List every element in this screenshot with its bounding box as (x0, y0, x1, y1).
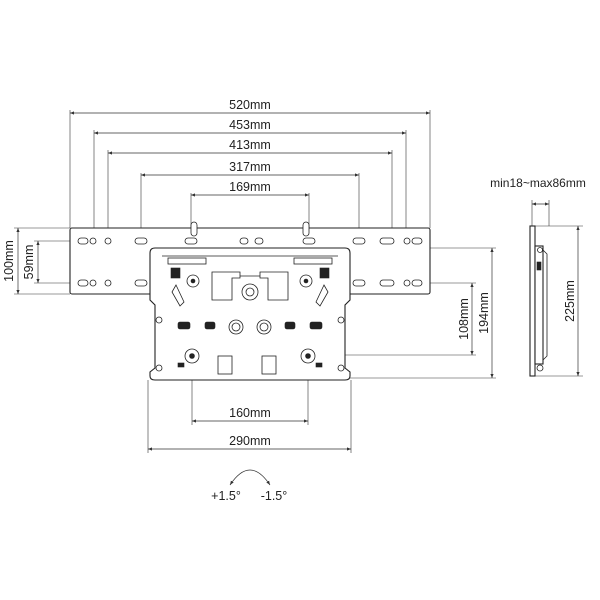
depth-range-label: min18~max86mm (490, 176, 586, 190)
dim-317-label: 317mm (229, 160, 271, 174)
dim-290-label: 290mm (229, 434, 271, 448)
left-height-dimensions: 100mm 59mm (2, 227, 92, 295)
dim-453-label: 453mm (229, 118, 271, 132)
rotate-arrow-icon (229, 469, 271, 486)
side-view: min18~max86mm 225mm (490, 176, 586, 377)
width-dimensions: 520mm 453mm 413mm 317mm 169mm (69, 98, 431, 236)
tilt-minus-label: -1.5° (261, 489, 288, 503)
dim-225-label: 225mm (563, 280, 577, 322)
tilt-plus-label: +1.5° (211, 489, 241, 503)
dim-194-label: 194mm (477, 292, 491, 334)
dim-100-label: 100mm (2, 240, 16, 282)
tilt-indicator: +1.5° -1.5° (211, 469, 288, 503)
dim-169-label: 169mm (229, 180, 271, 194)
dim-108-label: 108mm (457, 298, 471, 340)
dim-413-label: 413mm (229, 138, 271, 152)
tv-bracket (149, 247, 351, 381)
bottom-width-dimensions: 160mm 290mm (147, 365, 352, 453)
dim-59-label: 59mm (22, 245, 36, 280)
dim-160-label: 160mm (229, 406, 271, 420)
dim-520-label: 520mm (229, 98, 271, 112)
